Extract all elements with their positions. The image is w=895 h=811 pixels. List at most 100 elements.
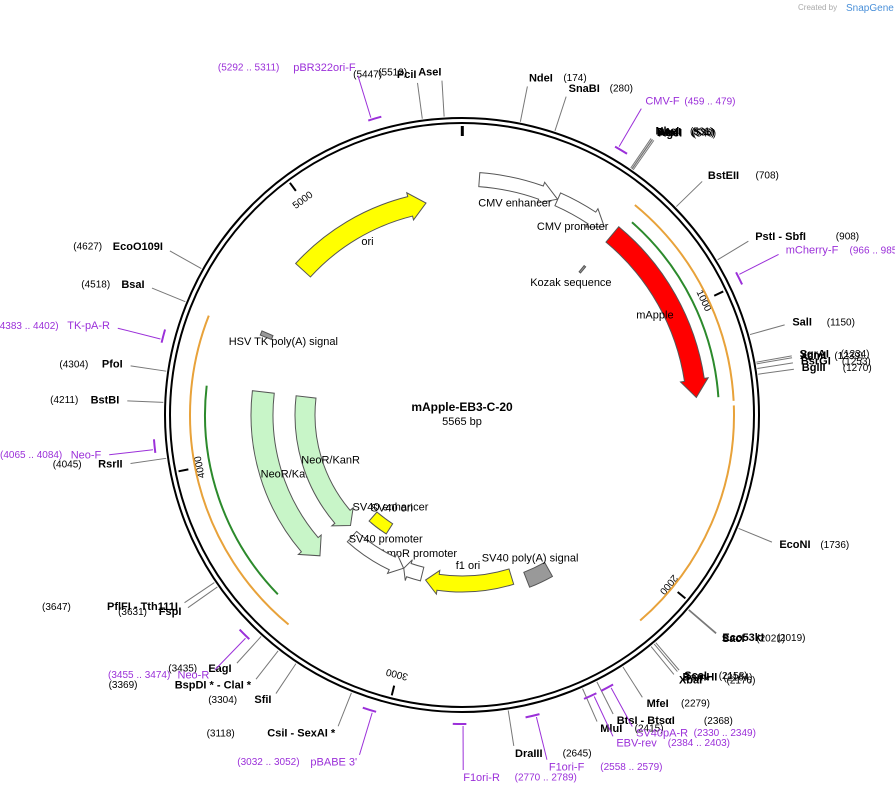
enzyme-site-agei[interactable]: AgeI(540) [658,128,716,140]
enzyme-site-saci[interactable]: SacI(2021) [722,633,785,645]
feature-label-sv40_promoter: SV40 promoter [349,533,423,545]
primer-f1ori_r[interactable]: F1ori-R(2770 .. 2789) [463,772,577,784]
enzyme-name: RsrII [98,459,122,471]
primer-bind-mark [735,271,743,285]
enzyme-name: SnaBI [569,83,600,95]
enzyme-site-ecoo109i[interactable]: EcoO109I(4627) [73,241,163,253]
enzyme-position: (1736) [820,540,849,551]
enzyme-site-econi[interactable]: EcoNI(1736) [779,539,849,551]
feature-cmv_promoter[interactable] [554,192,605,228]
enzyme-site-bspdi[interactable]: BspDI * - ClaI *(3369) [109,679,252,691]
primer-ebv_rev[interactable]: EBV-rev(2384 .. 2403) [616,737,730,749]
enzyme-site-eco53ki[interactable]: Eco53kI(2019) [722,632,805,644]
feature-label-sv40_polya: SV40 poly(A) signal [482,553,579,565]
enzyme-site-asei[interactable]: AseI(5512) [378,67,441,79]
enzyme-site-line [127,400,164,403]
feature-sv40_ori[interactable] [368,511,394,535]
primer-leader-line [593,696,614,737]
feature-ampr_promoter[interactable] [403,559,425,582]
feature-hsv_tk[interactable] [259,330,274,341]
enzyme-site-rsrii[interactable]: RsrII (4045) [53,459,123,471]
enzyme-site-psti[interactable]: PstI - SbfI(908) [755,231,859,243]
enzyme-position: (2645) [563,749,592,760]
enzyme-site-mfei[interactable]: MfeI(2279) [647,698,710,710]
feature-sv40_promoter[interactable] [346,530,405,575]
feature-mapple[interactable] [605,226,710,399]
enzyme-site-sali[interactable]: SalI(1150) [792,317,855,329]
feature-neor_kanr_1[interactable] [250,390,322,557]
primer-cmv_f[interactable]: CMV-F(459 .. 479) [645,96,735,108]
enzyme-position: (708) [756,171,779,182]
enzyme-name: PflFI - Tth111I [107,601,178,613]
enzyme-position: (2368) [704,716,733,727]
feature-sv40_polya[interactable] [523,561,554,588]
enzyme-site-pflfi[interactable]: PflFI - Tth111I(3647) [42,601,178,613]
feature-kozak[interactable] [578,264,587,274]
enzyme-site-nhei[interactable]: NheI(531) [656,126,714,138]
enzyme-name: EagI [208,663,231,675]
enzyme-site-bsai[interactable]: BsaI(4518) [81,279,144,291]
enzyme-site-xcmi[interactable]: XcmI (1239) [800,350,863,362]
snapgene-logo-text: SnapGene [846,3,894,14]
enzyme-name: XcmI [800,350,826,362]
primer-tk_pa_r[interactable]: TK-pA-R(4383 .. 4402) [0,320,110,332]
enzyme-position: (2021) [756,633,785,644]
primer-f1ori_f[interactable]: F1ori-F(2558 .. 2579) [549,761,663,773]
enzyme-site-pfoi[interactable]: PfoI(4304) [59,359,122,371]
enzyme-position: (3369) [109,680,138,691]
enzyme-name: NheI [656,126,680,138]
enzyme-site-pcii[interactable]: PciI(5447) [353,69,416,81]
enzyme-site-fspi[interactable]: FspI(3631) [118,606,181,618]
enzyme-position: (1150) [827,317,855,328]
enzyme-site-line [622,666,643,698]
enzyme-site-bsteii[interactable]: BstEII (708) [708,170,779,182]
primer-sv40pa_r[interactable]: SV40pA-R(2330 .. 2349) [636,727,756,739]
enzyme-site-bstbi[interactable]: BstBI(4211) [50,394,119,406]
primer-neo_r[interactable]: Neo-R(3455 .. 3474) [108,670,209,682]
created-by-label: Created by [798,3,837,12]
feature-label-f1_ori: f1 ori [456,560,480,572]
enzyme-site-snabi[interactable]: SnaBI(280) [569,83,633,95]
feature-f1_ori[interactable] [424,568,515,596]
primer-range: (2558 .. 2579) [600,762,662,773]
feature-neor_kanr_2[interactable] [294,395,354,527]
enzyme-site-draiii[interactable]: DraIII(2645) [515,748,592,760]
enzyme-position: (3118) [207,728,235,739]
primer-mcherry_f[interactable]: mCherry-F(966 .. 985) [786,245,895,257]
enzyme-site-ndei[interactable]: NdeI(174) [529,73,587,85]
enzyme-name: XbaI * [679,675,710,687]
enzyme-site-xbai[interactable]: XbaI *(2176) [679,675,756,687]
enzyme-site-line [184,582,215,604]
primer-pbabe3[interactable]: pBABE 3'(3032 .. 3052) [237,756,357,768]
enzyme-site-sgrai[interactable]: SgrAI(1234) [800,348,870,360]
enzyme-name: BstEII [708,170,739,182]
enzyme-site-bsrgi[interactable]: BsrGI(1253) [801,356,871,368]
enzyme-site-bmti[interactable]: BmtI(535) [657,127,715,139]
primer-leader-line [214,637,246,671]
enzyme-site-line [130,365,167,372]
enzyme-site-bamhi[interactable]: BamHI(2164) [683,672,753,684]
backbone-ring [164,117,760,713]
enzyme-site-sfii[interactable]: SfiI(3304) [208,694,271,706]
primer-bind-mark [160,329,167,343]
enzyme-position: (3435) [168,664,197,675]
enzyme-site-eagi[interactable]: EagI (3435) [168,663,231,675]
enzyme-position: (1253) [842,356,871,367]
primer-neo_f[interactable]: Neo-F(4065 .. 4084) [0,449,102,461]
enzyme-site-line [758,368,794,375]
primer-pbr322ori_f[interactable]: pBR322ori-F(5292 .. 5311) [218,62,356,74]
enzyme-site-mlui[interactable]: MluI(2415) [600,723,663,735]
enzyme-position: (540) [693,128,716,139]
enzyme-site-line [441,80,445,117]
enzyme-site-bglii[interactable]: BglII(1270) [802,362,872,374]
enzyme-site-scai[interactable]: ScaI(2158) [684,670,747,682]
enzyme-name: PciI [397,69,417,81]
feature-ori[interactable] [294,191,427,278]
primer-name: EBV-rev [616,737,657,749]
enzyme-position: (1234) [841,349,870,360]
enzyme-site-afei[interactable]: AfeI(536) [657,127,715,139]
enzyme-site-csii[interactable]: CsiI - SexAI *(3118) [207,728,336,740]
primer-bind-mark [367,115,382,122]
enzyme-position: (1239) [834,351,863,362]
enzyme-position: (4045) [53,459,82,470]
